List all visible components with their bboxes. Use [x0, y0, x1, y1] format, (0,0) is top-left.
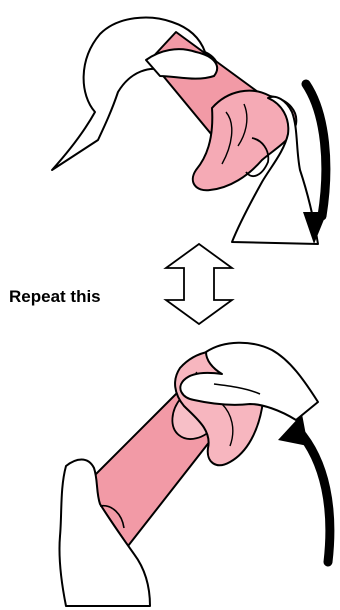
repeat-label: Repeat this — [9, 287, 101, 307]
bottom-wipe-arrow — [298, 430, 330, 562]
top-step-illustration — [52, 18, 327, 244]
double-arrow-icon — [166, 244, 232, 324]
top-wipe-arrow — [306, 84, 326, 216]
bottom-step-illustration — [59, 343, 329, 606]
